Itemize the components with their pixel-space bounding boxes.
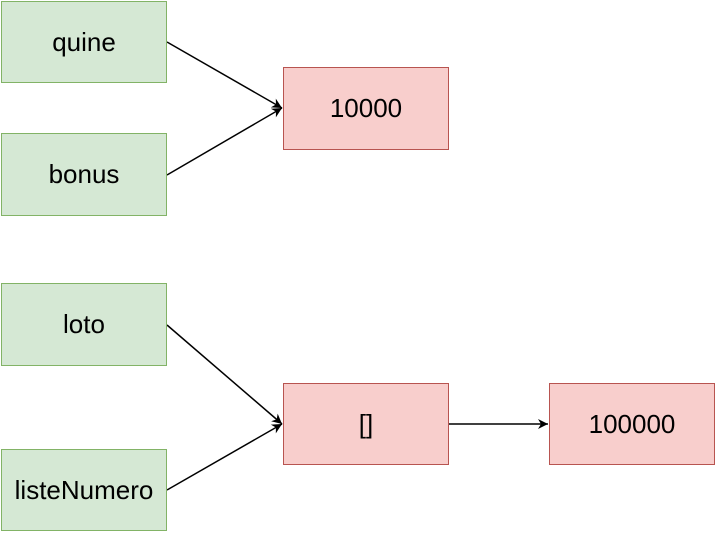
value-100000: 100000: [549, 383, 715, 465]
edge-loto-to-list: [166, 324, 283, 425]
value-list: []: [283, 383, 449, 465]
value-100000-label: 100000: [588, 408, 676, 439]
variable-loto: loto: [1, 283, 167, 366]
value-10000: 10000: [283, 67, 449, 150]
variable-quine-label: quine: [52, 26, 116, 57]
variable-bonus: bonus: [1, 133, 167, 216]
variable-quine: quine: [1, 1, 167, 83]
value-10000-label: 10000: [329, 93, 403, 123]
edge-quine-to-10000: [166, 41, 283, 109]
edge-bonus-to-10000: [166, 107, 283, 176]
value-list-label: []: [358, 408, 374, 439]
variable-listeNumero: listeNumero: [1, 449, 167, 531]
variable-bonus-label: bonus: [48, 159, 120, 189]
edge-listeNumero-to-list: [166, 423, 283, 491]
variable-listeNumero-label: listeNumero: [14, 474, 154, 505]
variable-loto-label: loto: [63, 309, 105, 339]
